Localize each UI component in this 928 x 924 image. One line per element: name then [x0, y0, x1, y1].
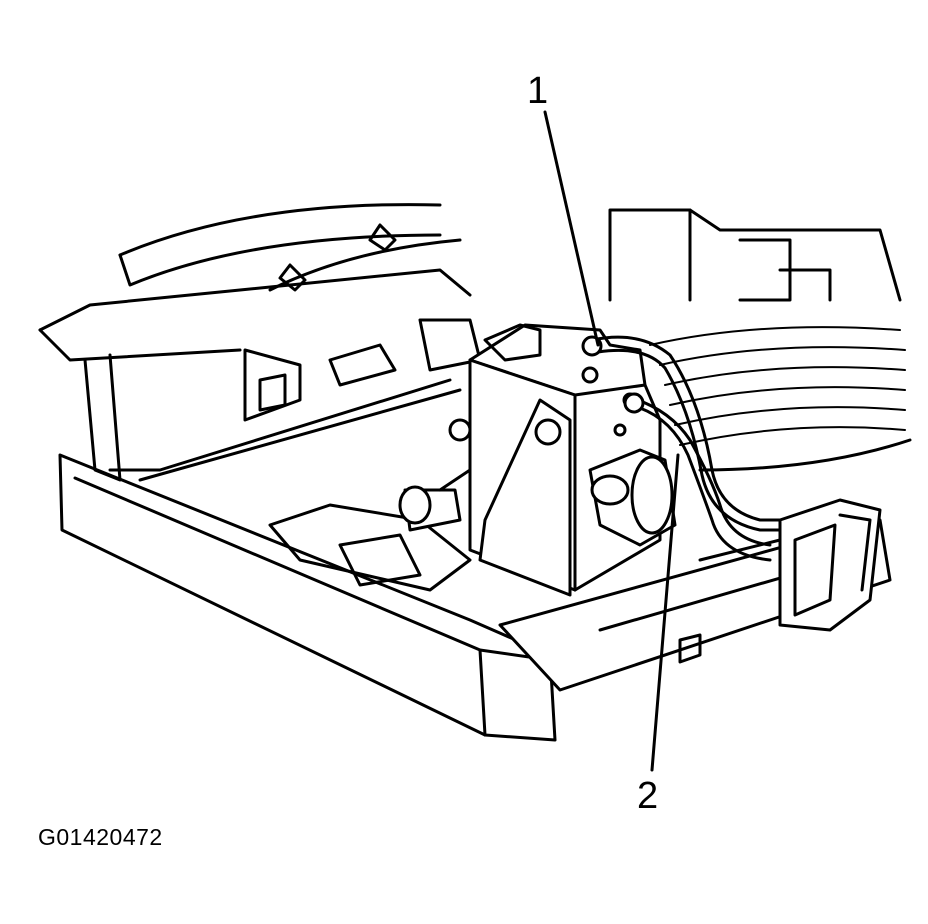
- callout-1-label: 1: [527, 70, 548, 112]
- pump-motor: [588, 448, 677, 547]
- engine-block: [608, 208, 912, 472]
- fender-wall: [38, 203, 482, 422]
- brake-lines: [581, 335, 802, 562]
- callout-2-label: 2: [637, 775, 658, 817]
- callout-1-leader: [543, 110, 600, 347]
- figure-id-label: G01420472: [38, 824, 163, 850]
- callout-2-leader: [650, 453, 680, 772]
- line-junction-block: [698, 498, 882, 632]
- front-cross-member: [58, 353, 892, 742]
- mounting-bracket: [448, 398, 572, 597]
